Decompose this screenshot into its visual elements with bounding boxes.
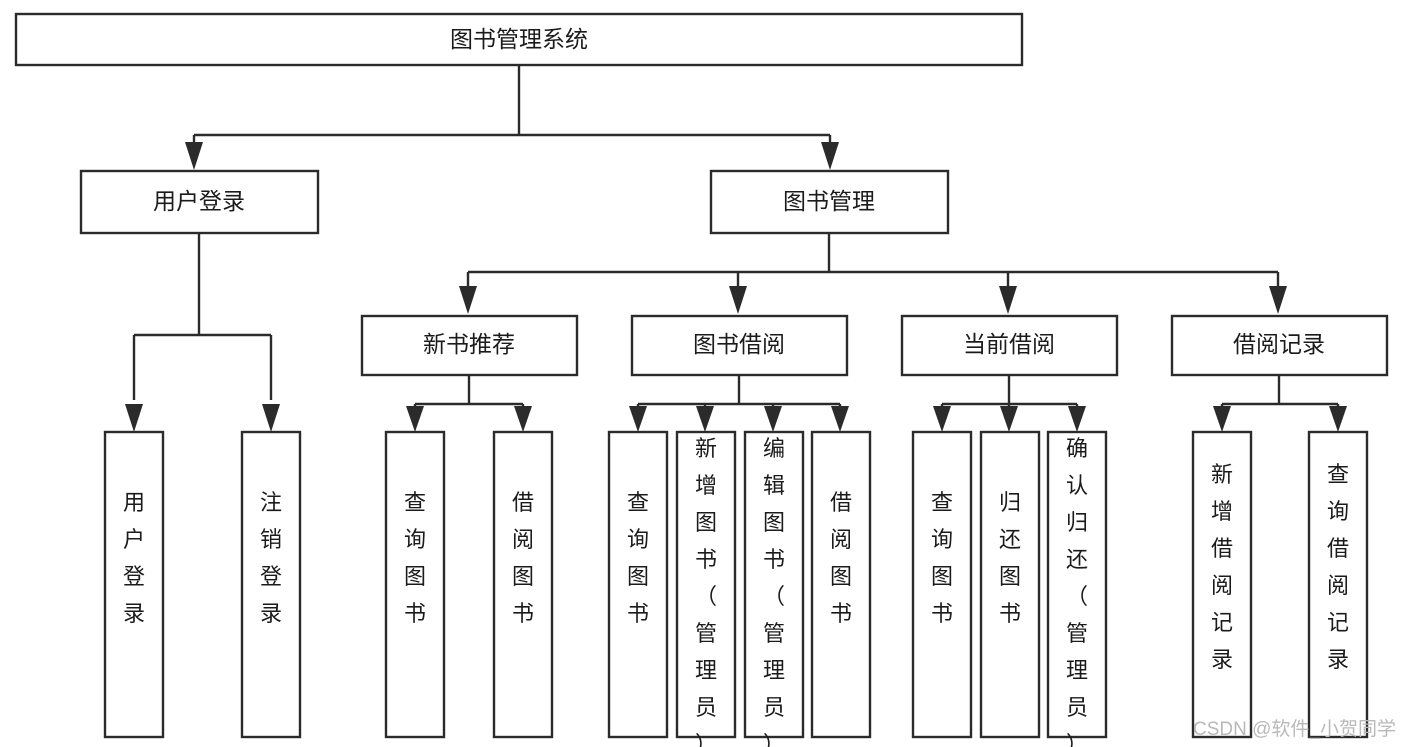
arrow-head-leaf-11 (1213, 406, 1231, 432)
node-leaf-add-borrow-record-box[interactable] (1191, 430, 1253, 739)
node-leaf-query-book[interactable]: 查询图书 (607, 430, 669, 739)
arrow-head-l3-1 (729, 286, 747, 314)
node-current-borrow-box[interactable] (900, 314, 1119, 377)
watermark-label: CSDN @软件_小贺同学 (1193, 718, 1396, 740)
node-leaf-query-book-current[interactable]: 查询图书 (911, 430, 973, 739)
arrow-head-leaf-6 (764, 406, 782, 432)
connector-group-user-login-children (125, 233, 280, 432)
node-leaf-add-borrow-record[interactable]: 新增借阅记录 (1191, 430, 1253, 739)
arrow-head-leaf-3 (514, 406, 532, 432)
node-leaf-user-login-box[interactable] (103, 430, 165, 739)
node-leaf-borrow-book[interactable]: 借阅图书 (810, 430, 872, 739)
arrow-head-leaf-10 (1068, 406, 1086, 432)
node-borrow-record[interactable]: 借阅记录 (1170, 314, 1389, 377)
arrow-head-leaf-2 (406, 406, 424, 432)
node-leaf-confirm-return-box[interactable] (1046, 430, 1108, 739)
node-leaf-add-book-label: 新增图书（管理员） (695, 436, 717, 747)
node-user-login[interactable]: 用户登录 (79, 169, 320, 235)
node-leaf-query-borrow-record[interactable]: 查询借阅记录 (1307, 430, 1369, 739)
arrow-head-leaf-9 (1000, 406, 1018, 432)
node-root-box[interactable] (14, 12, 1024, 67)
node-leaf-query-book-recommend[interactable]: 查询图书 (384, 430, 446, 739)
node-current-borrow[interactable]: 当前借阅 (900, 314, 1119, 377)
node-leaf-edit-book-label: 编辑图书（管理员） (763, 436, 785, 747)
node-new-book-recommend-box[interactable] (360, 314, 579, 377)
arrow-head-leaf-8 (933, 406, 951, 432)
node-leaf-confirm-return[interactable]: 确认归还（管理员） (1046, 430, 1108, 747)
arrow-head-l3-2 (999, 286, 1017, 314)
node-leaf-query-book-recommend-box[interactable] (384, 430, 446, 739)
node-book-management-box[interactable] (709, 169, 950, 235)
node-current-borrow-label: 当前借阅 (963, 331, 1055, 357)
connector-group-book-borrow-children (629, 375, 849, 432)
node-leaf-add-book-box[interactable] (675, 430, 737, 739)
node-book-borrow[interactable]: 图书借阅 (630, 314, 849, 377)
node-user-login-box[interactable] (79, 169, 320, 235)
arrow-head-leaf-0 (125, 404, 143, 432)
arrow-head-leaf-5 (696, 406, 714, 432)
node-leaf-user-login-label: 用户登录 (123, 490, 145, 626)
arrow-head-to-book-mgmt (821, 142, 839, 170)
node-leaf-query-book-current-box[interactable] (911, 430, 973, 739)
connector-group-new-book-children (406, 375, 532, 432)
node-book-management-label: 图书管理 (783, 188, 875, 214)
node-leaf-borrow-book-recommend-label: 借阅图书 (512, 490, 534, 626)
node-leaf-query-borrow-record-label: 查询借阅记录 (1327, 462, 1349, 672)
node-leaf-query-book-box[interactable] (607, 430, 669, 739)
arrow-head-l3-0 (459, 286, 477, 314)
node-leaf-query-borrow-record-box[interactable] (1307, 430, 1369, 739)
connector-group-book-mgmt-children (459, 233, 1287, 314)
arrow-head-leaf-1 (262, 404, 280, 432)
node-leaf-borrow-book-recommend-box[interactable] (492, 430, 554, 739)
node-user-login-label: 用户登录 (153, 188, 245, 214)
node-leaf-edit-book-box[interactable] (743, 430, 805, 739)
arrow-head-leaf-4 (629, 406, 647, 432)
node-leaf-confirm-return-label: 确认归还（管理员） (1066, 436, 1088, 747)
connector-group-borrow-record-children (1213, 375, 1347, 432)
arrow-head-to-user-login (185, 142, 203, 170)
node-leaf-return-book-box[interactable] (979, 430, 1041, 739)
node-leaf-return-book-label: 归还图书 (999, 490, 1021, 626)
node-leaf-query-book-recommend-label: 查询图书 (404, 490, 426, 626)
node-borrow-record-box[interactable] (1170, 314, 1389, 377)
connector-group-current-borrow-children (933, 375, 1086, 432)
connector-group-root-to-level2 (185, 65, 839, 170)
node-leaf-user-login[interactable]: 用户登录 (103, 430, 165, 739)
node-root[interactable]: 图书管理系统 (14, 12, 1024, 67)
node-root-label: 图书管理系统 (450, 26, 588, 52)
node-leaf-query-book-label: 查询图书 (627, 490, 649, 626)
node-book-borrow-label: 图书借阅 (693, 331, 785, 357)
node-leaf-logout[interactable]: 注销登录 (240, 430, 302, 739)
arrow-head-leaf-12 (1329, 406, 1347, 432)
node-leaf-logout-box[interactable] (240, 430, 302, 739)
node-leaf-borrow-book-recommend[interactable]: 借阅图书 (492, 430, 554, 739)
node-borrow-record-label: 借阅记录 (1233, 331, 1325, 357)
node-book-borrow-box[interactable] (630, 314, 849, 377)
node-leaf-add-borrow-record-label: 新增借阅记录 (1211, 462, 1233, 672)
node-leaf-borrow-book-box[interactable] (810, 430, 872, 739)
node-leaf-query-book-current-label: 查询图书 (931, 490, 953, 626)
node-leaf-return-book[interactable]: 归还图书 (979, 430, 1041, 739)
node-leaf-edit-book[interactable]: 编辑图书（管理员） (743, 430, 805, 747)
node-leaf-logout-label: 注销登录 (260, 490, 282, 626)
node-book-management[interactable]: 图书管理 (709, 169, 950, 235)
node-leaf-add-book[interactable]: 新增图书（管理员） (675, 430, 737, 747)
node-leaf-borrow-book-label: 借阅图书 (830, 490, 852, 626)
node-new-book-recommend[interactable]: 新书推荐 (360, 314, 579, 377)
arrow-head-leaf-7 (831, 406, 849, 432)
node-new-book-recommend-label: 新书推荐 (423, 331, 515, 357)
arrow-head-l3-3 (1269, 286, 1287, 314)
